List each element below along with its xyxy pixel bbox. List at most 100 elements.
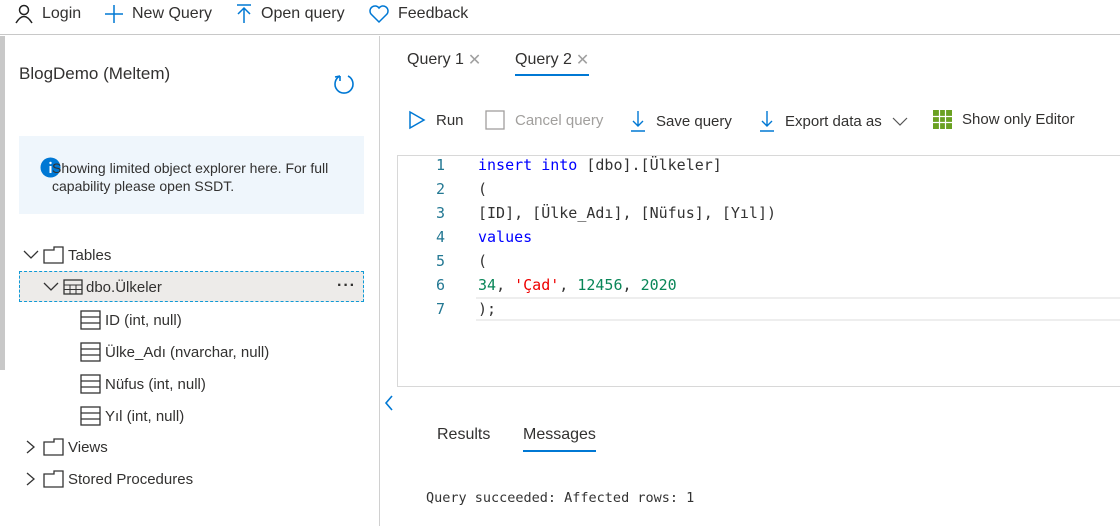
identifier: [dbo].[Ülkeler] <box>577 156 722 174</box>
code-editor[interactable] <box>397 155 1120 387</box>
info-text: Showing limited object explorer here. Fo… <box>52 160 329 194</box>
database-title: BlogDemo (Meltem) <box>19 64 171 83</box>
chevron-down-icon <box>23 250 39 259</box>
tab-query-2[interactable]: Query 2✕ <box>515 50 590 76</box>
login-button[interactable]: Login <box>14 4 81 24</box>
object-explorer <box>0 36 380 526</box>
column-label: ID (int, null) <box>105 311 182 329</box>
folder-icon <box>43 246 64 264</box>
save-label: Save query <box>656 112 732 130</box>
stop-icon <box>485 110 505 130</box>
number-literal: 2020 <box>640 276 677 294</box>
new-query-label: New Query <box>132 5 213 22</box>
more-options-button[interactable]: ··· <box>337 277 356 294</box>
line-number: 2 <box>435 180 445 198</box>
chevron-right-icon <box>26 472 35 486</box>
tab-label: Query 2 <box>515 51 572 68</box>
grid-icon <box>933 110 952 129</box>
heart-icon <box>369 5 389 24</box>
tree-node-tables[interactable]: Tables <box>22 246 111 264</box>
string-literal: 'Çad' <box>514 276 560 294</box>
download-icon <box>631 111 645 132</box>
current-line-highlight <box>476 297 1120 321</box>
column-label: Nüfus (int, null) <box>105 375 206 393</box>
download-icon <box>760 111 774 132</box>
feedback-button[interactable]: Feedback <box>368 4 468 24</box>
column-label: Yıl (int, null) <box>105 407 185 425</box>
code-line: ( <box>478 180 488 198</box>
column-icon <box>80 374 101 394</box>
punct: , <box>559 276 578 294</box>
code-line: values <box>478 228 533 246</box>
chevron-right-icon <box>26 440 35 454</box>
refresh-icon[interactable] <box>332 72 356 96</box>
column-icon <box>80 342 101 362</box>
editor-only-label: Show only Editor <box>962 111 1075 128</box>
tab-messages[interactable]: Messages <box>523 426 596 452</box>
upload-icon <box>237 4 251 23</box>
info-banner <box>19 136 364 214</box>
folder-icon <box>43 438 64 456</box>
export-data-dropdown[interactable]: Export data as <box>759 110 908 132</box>
new-query-button[interactable]: New Query <box>104 4 212 24</box>
play-icon <box>409 110 426 130</box>
column-item[interactable]: ID (int, null) <box>80 310 182 330</box>
column-label: Ülke_Adı (nvarchar, null) <box>105 343 270 361</box>
number-literal: 34 <box>478 276 497 294</box>
export-label: Export data as <box>785 112 882 130</box>
table-icon <box>63 279 83 295</box>
close-icon[interactable]: ✕ <box>467 52 482 69</box>
line-number: 7 <box>435 300 445 318</box>
login-label: Login <box>42 5 82 22</box>
folder-icon <box>43 470 64 488</box>
number-literal: 12456 <box>577 276 623 294</box>
open-query-button[interactable]: Open query <box>235 4 345 24</box>
code-line: ); <box>478 300 497 318</box>
code-line: insert into [dbo].[Ülkeler] <box>478 156 722 174</box>
tab-query-1[interactable]: Query 1✕ <box>407 50 481 70</box>
tab-label: Query 1 <box>407 51 464 68</box>
tree-node-stored-procedures[interactable]: Stored Procedures <box>22 470 193 488</box>
column-item[interactable]: Ülke_Adı (nvarchar, null) <box>80 342 269 362</box>
collapse-panel-icon[interactable] <box>383 394 395 412</box>
plus-icon <box>105 5 123 23</box>
tree-node-table[interactable]: dbo.Ülkeler <box>42 278 162 296</box>
tab-results[interactable]: Results <box>437 426 491 443</box>
column-item[interactable]: Nüfus (int, null) <box>80 374 206 394</box>
table-label: dbo.Ülkeler <box>86 278 162 296</box>
column-icon <box>80 310 101 330</box>
top-toolbar: Login New Query Open query Feedback <box>0 0 1120 35</box>
scrollbar[interactable] <box>0 36 5 370</box>
close-icon[interactable]: ✕ <box>575 52 590 69</box>
result-message: Query succeeded: Affected rows: 1 <box>426 490 695 506</box>
code-line: 34, 'Çad', 12456, 2020 <box>478 276 677 294</box>
procs-label: Stored Procedures <box>68 470 194 488</box>
column-item[interactable]: Yıl (int, null) <box>80 406 184 426</box>
line-number: 1 <box>435 156 445 174</box>
keyword: into <box>541 156 578 174</box>
line-number: 6 <box>435 276 445 294</box>
code-line: ( <box>478 252 488 270</box>
column-icon <box>80 406 101 426</box>
line-number: 3 <box>435 204 445 222</box>
line-number: 4 <box>435 228 445 246</box>
views-label: Views <box>68 438 108 456</box>
info-icon <box>40 157 61 178</box>
save-query-button[interactable]: Save query <box>630 110 732 132</box>
punct: , <box>496 276 515 294</box>
run-button[interactable]: Run <box>408 110 464 130</box>
tables-label: Tables <box>68 246 112 264</box>
selected-table-row[interactable] <box>19 271 364 302</box>
show-only-editor-button[interactable]: Show only Editor <box>933 110 1075 129</box>
punct: , <box>622 276 641 294</box>
tree-node-views[interactable]: Views <box>22 438 108 456</box>
cancel-label: Cancel query <box>515 111 604 129</box>
cancel-query-button[interactable]: Cancel query <box>485 110 603 130</box>
feedback-label: Feedback <box>398 5 469 22</box>
chevron-down-icon <box>43 282 59 291</box>
code-line: [ID], [Ülke_Adı], [Nüfus], [Yıl]) <box>478 204 777 222</box>
line-number: 5 <box>435 252 445 270</box>
chevron-down-icon <box>892 117 908 126</box>
run-label: Run <box>436 111 464 129</box>
open-query-label: Open query <box>261 5 345 22</box>
